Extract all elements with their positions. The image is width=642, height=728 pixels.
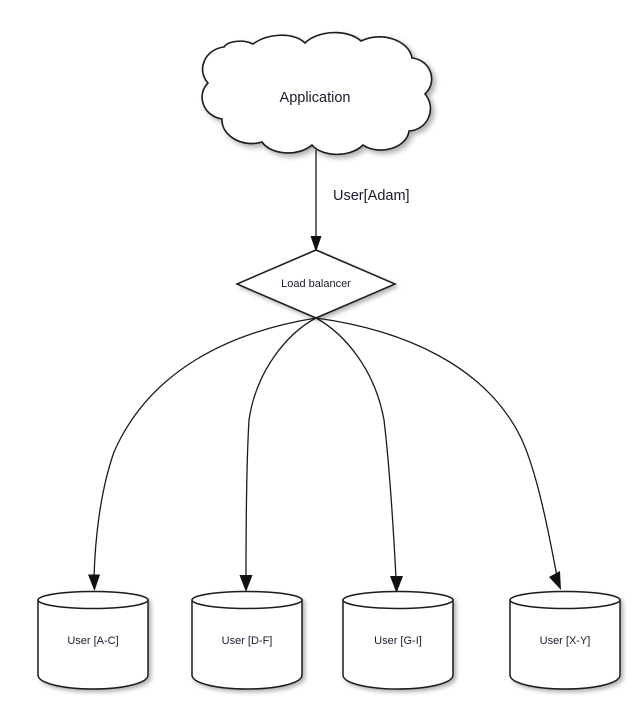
edge-app-to-lb-arrowhead <box>310 236 322 252</box>
edge-lb-to-db-df[interactable] <box>239 317 317 592</box>
db-df-label: User [D-F] <box>222 635 273 647</box>
edge-lb-to-db-ac[interactable] <box>88 317 317 591</box>
db-ac-body <box>37 590 149 690</box>
cloud-label: Application <box>280 90 351 106</box>
db-gi-body <box>342 590 454 690</box>
db-xy-body <box>509 590 621 690</box>
db-df-body <box>191 590 303 690</box>
cloud-shape <box>201 31 433 156</box>
edge-lb-to-db-gi-arrowhead <box>390 576 403 593</box>
node-db-df[interactable]: User [D-F] <box>191 590 303 690</box>
edge-lb-to-db-df-arrowhead <box>239 575 253 592</box>
edge-app-to-lb[interactable]: User[Adam] <box>310 150 410 252</box>
node-db-ac[interactable]: User [A-C] <box>37 590 149 690</box>
edge-lb-to-db-ac-arrowhead <box>88 574 100 591</box>
diamond-label: Load balancer <box>281 278 351 290</box>
node-application[interactable]: Application <box>201 31 433 156</box>
edge-lb-to-db-gi-line <box>315 317 397 579</box>
db-xy-label: User [X-Y] <box>540 635 591 647</box>
edge-lb-to-db-xy[interactable] <box>315 317 561 590</box>
edge-lb-to-db-df-line <box>245 317 317 579</box>
db-gi-label: User [G-I] <box>374 635 422 647</box>
node-db-xy[interactable]: User [X-Y] <box>509 590 621 690</box>
edge-app-to-lb-label: User[Adam] <box>333 188 410 204</box>
db-ac-label: User [A-C] <box>67 635 118 647</box>
node-db-gi[interactable]: User [G-I] <box>342 590 454 690</box>
edge-lb-to-db-gi[interactable] <box>315 317 403 593</box>
edge-lb-to-db-xy-line <box>315 317 558 577</box>
edge-lb-to-db-xy-arrowhead <box>549 571 561 590</box>
edge-lb-to-db-ac-line <box>93 317 317 579</box>
node-load-balancer[interactable]: Load balancer <box>235 249 397 319</box>
